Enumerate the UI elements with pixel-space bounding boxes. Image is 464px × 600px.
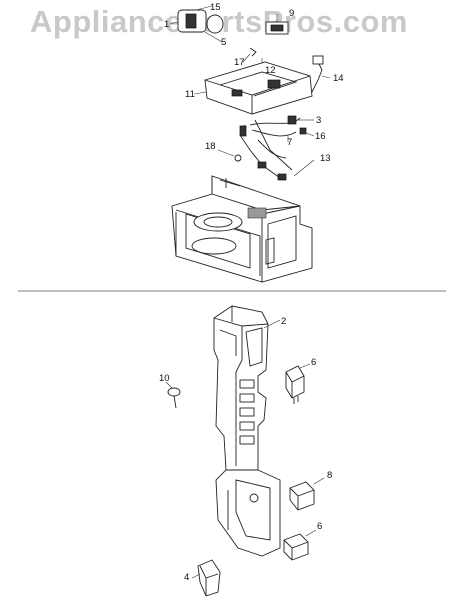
cavity-frame xyxy=(171,175,313,283)
callout-15: 15 xyxy=(210,2,221,13)
screw-18 xyxy=(217,149,242,162)
switch-upper xyxy=(285,363,311,404)
switch-8 xyxy=(289,477,325,511)
callout-2: 2 xyxy=(281,316,287,327)
callout-6-upper: 6 xyxy=(311,357,317,368)
callout-8: 8 xyxy=(327,470,333,481)
callout-11: 11 xyxy=(185,89,195,100)
callout-9: 9 xyxy=(289,8,295,19)
callout-17: 17 xyxy=(234,57,245,68)
callout-12: 12 xyxy=(265,65,276,76)
latch-board xyxy=(213,305,281,557)
base-tray xyxy=(193,61,313,115)
callout-13: 13 xyxy=(320,153,331,164)
screw-10 xyxy=(165,381,181,409)
switch-lower xyxy=(283,529,317,561)
callout-10: 10 xyxy=(159,373,170,384)
power-cord xyxy=(311,55,331,93)
callout-6-lower: 6 xyxy=(317,521,323,532)
wire-harness xyxy=(239,115,315,181)
callout-16: 16 xyxy=(315,131,326,142)
callout-7: 7 xyxy=(287,137,293,148)
callout-5: 5 xyxy=(221,37,227,48)
callout-18: 18 xyxy=(205,141,216,152)
callout-1: 1 xyxy=(164,19,170,30)
upper-top-components xyxy=(169,5,289,43)
door-hook xyxy=(191,559,221,597)
callout-3: 3 xyxy=(316,115,322,126)
callout-4: 4 xyxy=(184,572,190,583)
callout-14: 14 xyxy=(333,73,344,84)
